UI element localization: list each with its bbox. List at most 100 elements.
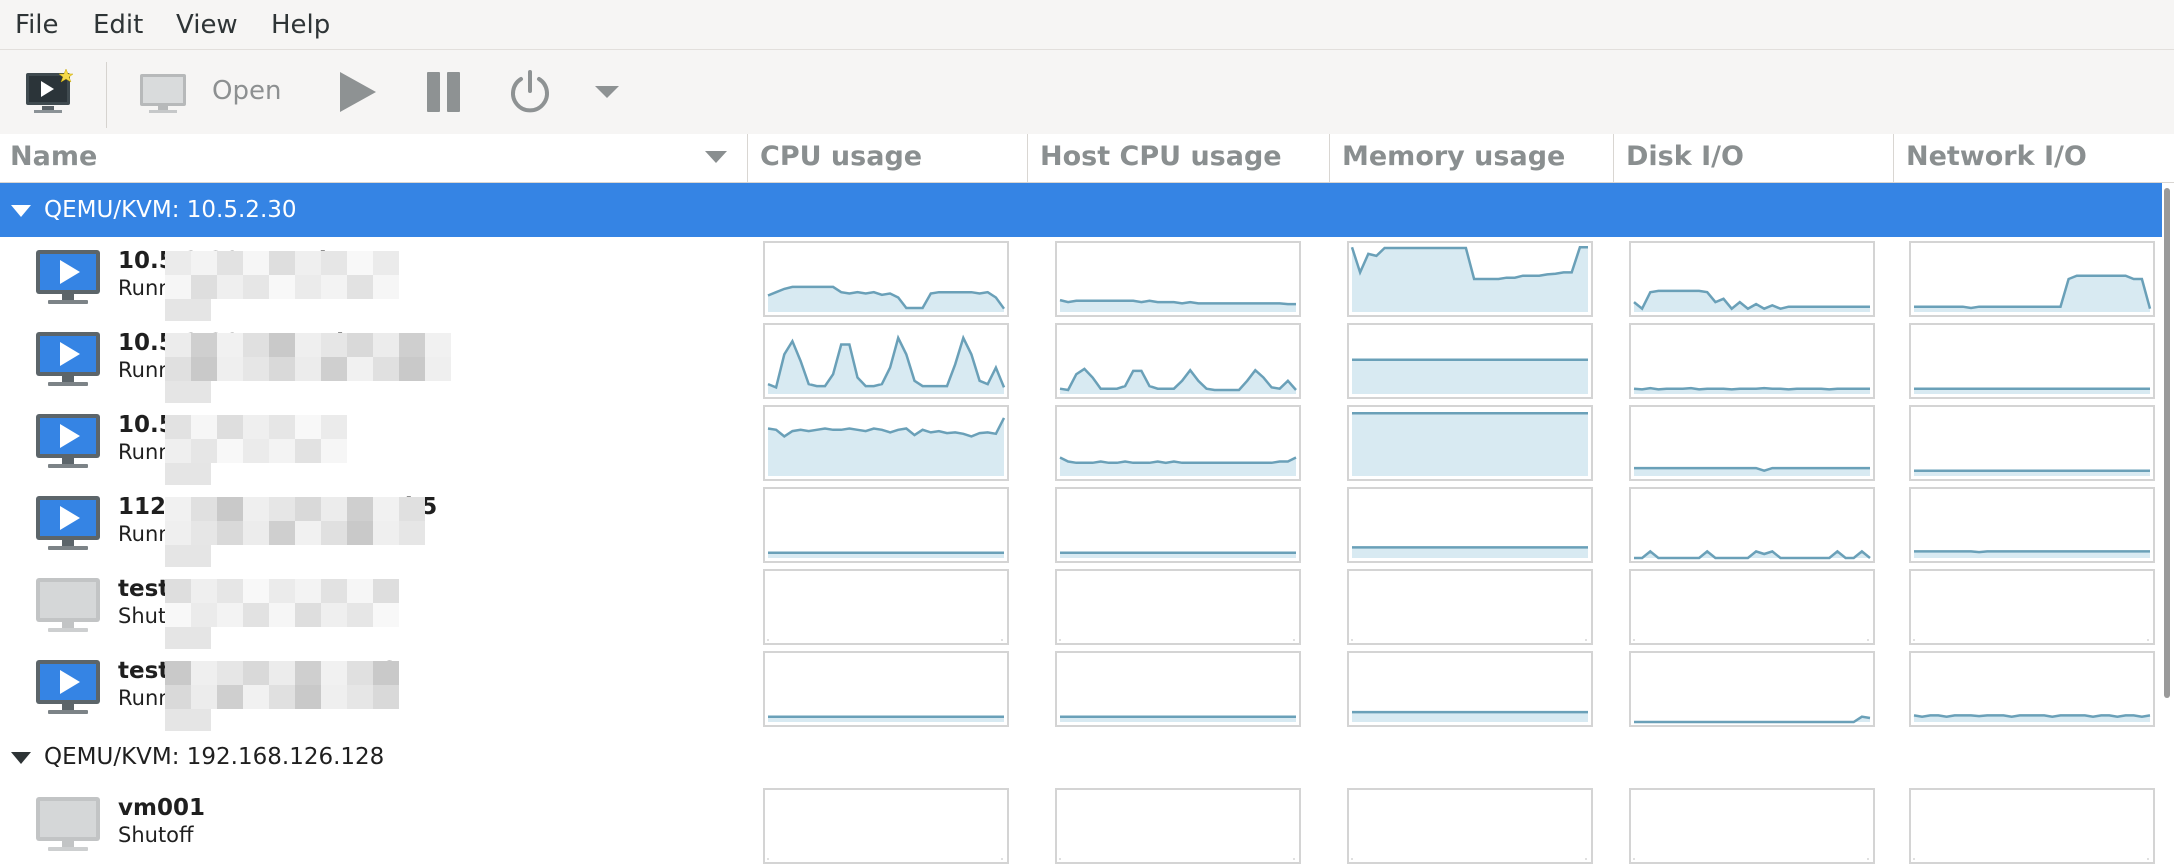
cpu-graph [763,788,1009,864]
play-icon [340,72,376,112]
expander-icon[interactable] [10,204,32,218]
pause-icon [427,72,460,112]
vm-running-icon [34,658,104,722]
cpu-graph [763,651,1009,727]
disk-graph [1629,405,1875,481]
pause-button[interactable] [425,71,463,117]
column-memory-label: Memory usage [1342,141,1566,172]
menu-help[interactable]: Help [271,10,331,40]
network-graph [1909,569,2155,645]
toolbar-separator [106,62,107,128]
host-cpu-graph [1055,569,1301,645]
run-button[interactable] [336,70,380,118]
host-label: QEMU/KVM: 192.168.126.128 [44,744,385,770]
network-graph [1909,323,2155,399]
toolbar [0,50,2174,134]
column-disk-label: Disk I/O [1626,141,1744,172]
disk-graph [1629,241,1875,317]
vm-running-icon [34,494,104,558]
column-network-label: Network I/O [1906,141,2087,172]
monitor-icon [140,74,186,113]
redaction-mosaic [165,573,399,649]
new-vm-button[interactable] [24,68,76,120]
power-icon [511,70,549,113]
vm-row[interactable]: test6Runn [0,647,2162,731]
menu-view[interactable]: View [176,10,238,40]
cpu-graph [763,241,1009,317]
vm-status: Runn [118,440,172,464]
column-cpu[interactable]: CPU usage [747,134,1027,182]
expander-icon[interactable] [10,751,32,765]
host-label: QEMU/KVM: 10.5.2.30 [44,197,297,223]
vm-running-icon [34,330,104,394]
network-graph [1909,788,2155,864]
disk-graph [1629,323,1875,399]
vm-running-icon [34,248,104,312]
disk-graph [1629,788,1875,864]
vm-row[interactable]: 10.5.2.30-example.comRunn [0,319,2162,403]
host-cpu-graph [1055,405,1301,481]
host-cpu-graph [1055,241,1301,317]
column-header: Name CPU usage Host CPU usage Memory usa… [0,134,2174,183]
vm-status: Runn [118,358,172,382]
cpu-graph [763,405,1009,481]
menu-edit[interactable]: Edit [93,10,144,40]
host-cpu-graph [1055,651,1301,727]
redaction-mosaic [165,655,399,731]
memory-graph [1347,323,1593,399]
redaction-mosaic [165,491,425,567]
host-row[interactable]: QEMU/KVM: 192.168.126.128 [0,730,2162,784]
column-host-cpu-label: Host CPU usage [1040,141,1282,172]
column-name-label: Name [10,141,98,172]
scrollbar[interactable] [2164,188,2170,698]
vm-row[interactable]: 112ngh5Runn [0,483,2162,567]
host-cpu-graph [1055,487,1301,563]
menu-bar: File Edit View Help [0,0,2174,50]
column-host-cpu[interactable]: Host CPU usage [1027,134,1329,182]
shutdown-button[interactable] [506,68,554,120]
vm-row[interactable]: 10.5.2.30-mysqlRunn [0,237,2162,321]
cpu-graph [763,569,1009,645]
open-button-label[interactable]: Open [212,76,282,106]
memory-graph [1347,405,1593,481]
sort-arrow-icon [705,151,727,163]
vm-status: Shut [118,604,167,628]
disk-graph [1629,569,1875,645]
vm-name: 112 [118,494,167,520]
column-cpu-label: CPU usage [760,141,923,172]
disk-graph [1629,487,1875,563]
shutdown-menu-button[interactable] [594,84,620,103]
memory-graph [1347,651,1593,727]
redaction-mosaic [165,245,399,321]
vm-name: test [118,658,170,684]
memory-graph [1347,569,1593,645]
vm-status: Runn [118,276,172,300]
network-graph [1909,651,2155,727]
network-graph [1909,405,2155,481]
vm-status: Runn [118,522,172,546]
redaction-mosaic [165,409,393,485]
host-cpu-graph [1055,788,1301,864]
network-graph [1909,487,2155,563]
menu-file[interactable]: File [15,10,59,40]
open-button[interactable] [137,72,191,120]
memory-graph [1347,487,1593,563]
dropdown-arrow-icon [595,86,619,98]
vm-name: vm001 [118,795,205,821]
vm-shutoff-icon [34,795,104,859]
column-network[interactable]: Network I/O [1893,134,2174,182]
host-row[interactable]: QEMU/KVM: 10.5.2.30 [0,183,2162,237]
redaction-mosaic [165,327,451,403]
column-disk[interactable]: Disk I/O [1613,134,1893,182]
column-memory[interactable]: Memory usage [1329,134,1613,182]
column-name[interactable]: Name [0,134,747,182]
vm-status: Shutoff [118,823,194,847]
disk-graph [1629,651,1875,727]
vm-running-icon [34,412,104,476]
cpu-graph [763,487,1009,563]
network-graph [1909,241,2155,317]
vm-name: test [118,576,170,602]
